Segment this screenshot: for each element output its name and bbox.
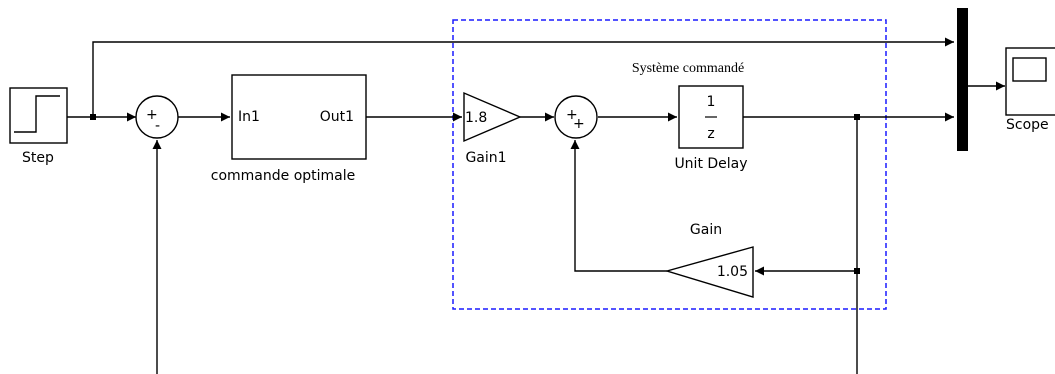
unit-delay-numerator: 1 — [707, 94, 716, 110]
gain1-block[interactable]: 1.8 — [463, 91, 522, 143]
sum2-sign-top: + — [566, 107, 578, 123]
controller-label: commande optimale — [211, 168, 356, 184]
unit-delay-block[interactable]: 1 z — [678, 85, 744, 149]
sum-block-2[interactable]: + + — [554, 95, 598, 139]
gain-block[interactable]: 1.05 — [664, 246, 754, 298]
gain1-value: 1.8 — [465, 110, 487, 126]
controller-out-port: Out1 — [320, 109, 354, 125]
subsystem-boundary[interactable] — [452, 19, 887, 310]
gain-value: 1.05 — [717, 264, 748, 280]
scope-label: Scope — [1006, 117, 1049, 133]
branch-point-step — [90, 114, 96, 120]
scope-block[interactable] — [1005, 47, 1055, 116]
scope-screen-icon — [1012, 57, 1047, 82]
step-block[interactable] — [9, 87, 68, 144]
sum1-sign-top: + — [146, 107, 158, 123]
step-label: Step — [22, 150, 54, 166]
gain-label: Gain — [690, 222, 722, 238]
wire-step-to-mux[interactable] — [92, 37, 954, 117]
sum1-sign-bottom: - — [155, 118, 160, 134]
wire-gain-to-sum2[interactable] — [570, 140, 667, 272]
controller-block[interactable]: In1 Out1 — [231, 74, 367, 160]
subsystem-label: Système commandé — [632, 61, 744, 76]
unit-delay-label: Unit Delay — [674, 156, 747, 172]
mux-block[interactable] — [957, 8, 968, 151]
sum2-sign-bottom: + — [573, 116, 585, 132]
controller-in-port: In1 — [238, 109, 260, 125]
wire-output-to-gain[interactable] — [755, 117, 858, 276]
sum-block-1[interactable]: + - — [135, 95, 179, 139]
unit-delay-denominator: z — [707, 126, 714, 142]
step-icon — [14, 95, 60, 133]
gain1-label: Gain1 — [465, 150, 506, 166]
